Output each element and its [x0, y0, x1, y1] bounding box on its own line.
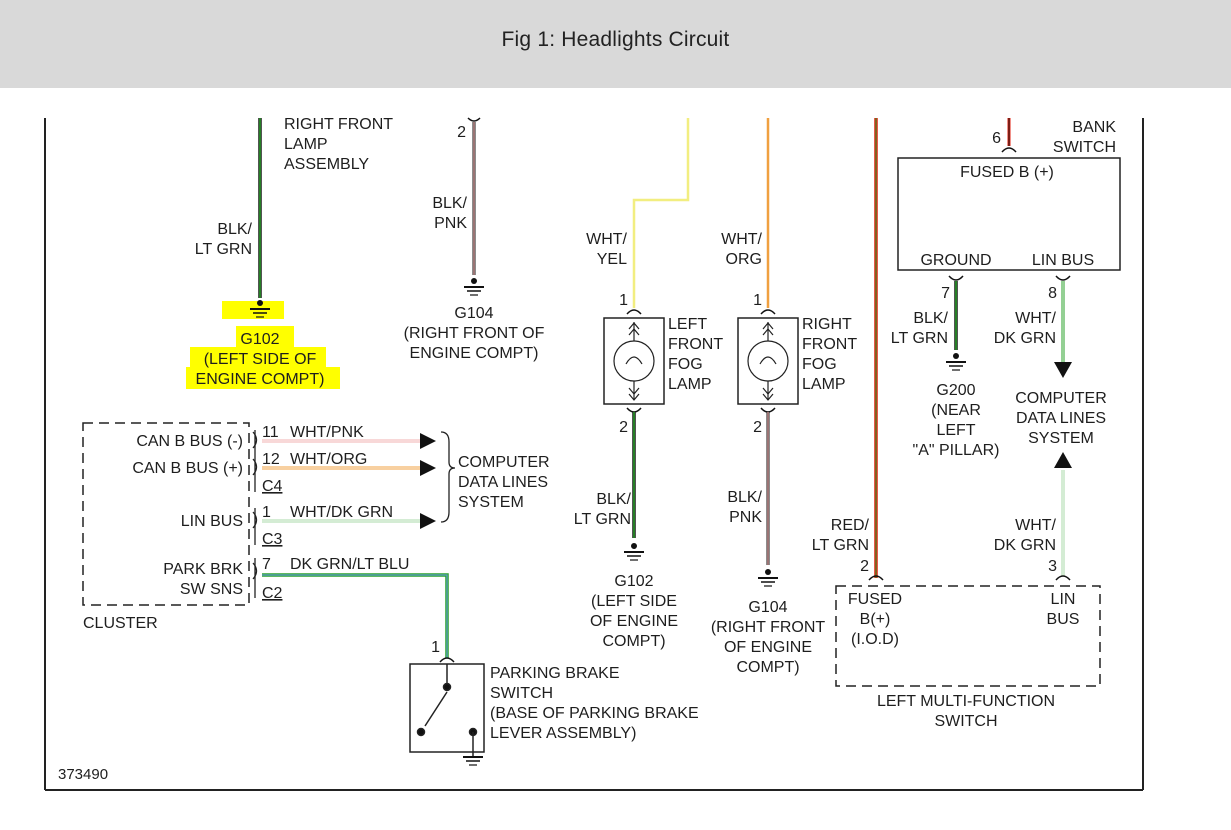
bank-switch-ground: GROUND — [920, 252, 991, 269]
right-fog-ground-icon — [758, 569, 778, 587]
cluster-conn-c2: C2 — [262, 585, 283, 602]
cluster-can-minus: CAN B BUS (-) — [136, 433, 243, 450]
figure-number: 373490 — [58, 766, 108, 783]
bank-switch-fused: FUSED B (+) — [960, 164, 1054, 181]
parking-brake-pin: 1 — [431, 639, 440, 656]
cluster-group: CAN B BUS (-) CAN B BUS (+) LIN BUS PARK… — [82, 422, 550, 658]
multifunction-wire-2: RED/LT GRN — [812, 517, 870, 554]
bank-switch-pin-lin: 8 — [1048, 285, 1057, 302]
bank-switch-ground-wire: BLK/LT GRN — [891, 310, 949, 347]
parking-brake-switch-icon — [416, 664, 478, 756]
cluster-conn-c3: C3 — [262, 531, 283, 548]
left-fog-pin-top: 1 — [619, 292, 628, 309]
g104-top-ground-icon — [464, 278, 484, 296]
multifunction-wire-3: WHT/DK GRN — [994, 517, 1057, 554]
parking-brake-ground-icon — [463, 756, 483, 766]
cluster-wire-11: WHT/PNK — [290, 424, 364, 441]
bank-switch-lin-wire: WHT/DK GRN — [994, 310, 1057, 347]
cluster-pin-7: 7 — [262, 556, 271, 573]
cluster-name: CLUSTER — [83, 615, 158, 632]
page-title: Fig 1: Headlights Circuit — [501, 28, 730, 51]
left-fog-wire-top-label: WHT/YEL — [586, 231, 627, 268]
cluster-conn-c4: C4 — [262, 478, 283, 495]
bank-switch-pin-top: 6 — [992, 130, 1001, 147]
right-fog-pin-bottom: 2 — [753, 419, 762, 436]
cluster-box — [82, 422, 250, 606]
right-fog-pin-top: 1 — [753, 292, 762, 309]
multifunction-box — [835, 585, 1101, 687]
multifunction-pin-3: 3 — [1048, 558, 1057, 575]
cluster-wire-7: DK GRN/LT BLU — [290, 556, 409, 573]
left-fog-wire-bottom-label: BLK/LT GRN — [574, 491, 632, 528]
bank-switch-pin-ground: 7 — [941, 285, 950, 302]
cluster-lin-bus: LIN BUS — [181, 513, 243, 530]
cluster-pin-1: 1 — [262, 504, 271, 521]
bank-switch-lin-bus: LIN BUS — [1032, 252, 1094, 269]
right-fog-wire-top-label: WHT/ORG — [721, 231, 762, 268]
g104-top-wire-label: BLK/PNK — [432, 195, 467, 232]
bank-switch-box — [897, 157, 1121, 271]
g102-top-ground-icon — [250, 300, 270, 318]
cluster-pin-11: 11 — [262, 424, 279, 441]
left-fog-pin-bottom: 2 — [619, 419, 628, 436]
title-bar: Fig 1: Headlights Circuit — [0, 0, 1231, 88]
g200-ground-icon — [946, 353, 966, 371]
cluster-can-plus: CAN B BUS (+) — [132, 460, 243, 477]
cluster-wire-12: WHT/ORG — [290, 451, 367, 468]
right-fog-wire-bottom-label: BLK/PNK — [727, 489, 762, 526]
multifunction-pin-2: 2 — [860, 558, 869, 575]
cluster-wire-1: WHT/DK GRN — [290, 504, 393, 521]
g104-top-pin: 2 — [457, 124, 466, 141]
g102-top-wire-label: BLK/LT GRN — [195, 221, 253, 258]
left-fog-bulb-icon — [613, 322, 655, 401]
right-fog-bulb-icon — [747, 322, 789, 401]
cluster-pin-12: 12 — [262, 451, 280, 468]
left-fog-ground-icon — [624, 543, 644, 561]
diagram-frame — [44, 118, 1144, 791]
